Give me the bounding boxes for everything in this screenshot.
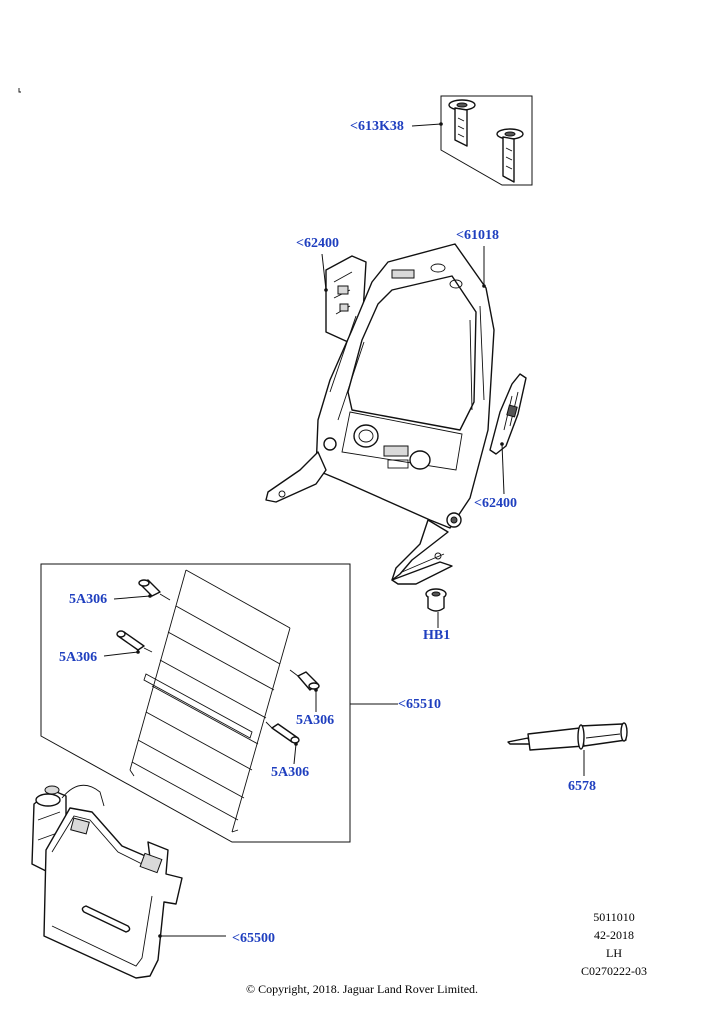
illustration-date: 42-2018 [594, 928, 634, 942]
callout-61018[interactable]: <61018 [456, 228, 499, 243]
callout-62400-top[interactable]: <62400 [296, 236, 339, 251]
callout-hb1[interactable]: HB1 [423, 628, 451, 643]
callout-5a306-a[interactable]: 5A306 [69, 592, 108, 607]
illustration-number: 5011010 [593, 910, 635, 924]
callout-65500[interactable]: <65500 [232, 931, 275, 946]
callout-5a306-c[interactable]: 5A306 [296, 713, 335, 728]
callout-5a306-b[interactable]: 5A306 [59, 650, 98, 665]
callout-65510[interactable]: <65510 [398, 697, 441, 712]
trim-panel-side [489, 373, 527, 495]
lumbar-suspension-kit [40, 563, 398, 843]
spring-d [265, 721, 300, 765]
callout-613k38[interactable]: <613K38 [350, 119, 404, 134]
spring-c [289, 669, 320, 712]
spring-a [113, 579, 171, 601]
seat-back-frame [265, 243, 495, 585]
spring-b [103, 630, 153, 657]
callout-5a306-d[interactable]: 5A306 [271, 765, 310, 780]
illustration-side: LH [606, 946, 622, 960]
copyright-notice: © Copyright, 2018. Jaguar Land Rover Lim… [245, 982, 479, 996]
seat-back-board [31, 784, 226, 979]
head-restraint-guides [411, 95, 533, 186]
callout-6578[interactable]: 6578 [568, 779, 596, 794]
bushing-hb1 [425, 588, 447, 628]
grease-syringe [507, 722, 628, 776]
illustration-code: C0270222-03 [581, 964, 647, 978]
corner-mark [18, 88, 21, 93]
callout-62400-side[interactable]: <62400 [474, 496, 517, 511]
